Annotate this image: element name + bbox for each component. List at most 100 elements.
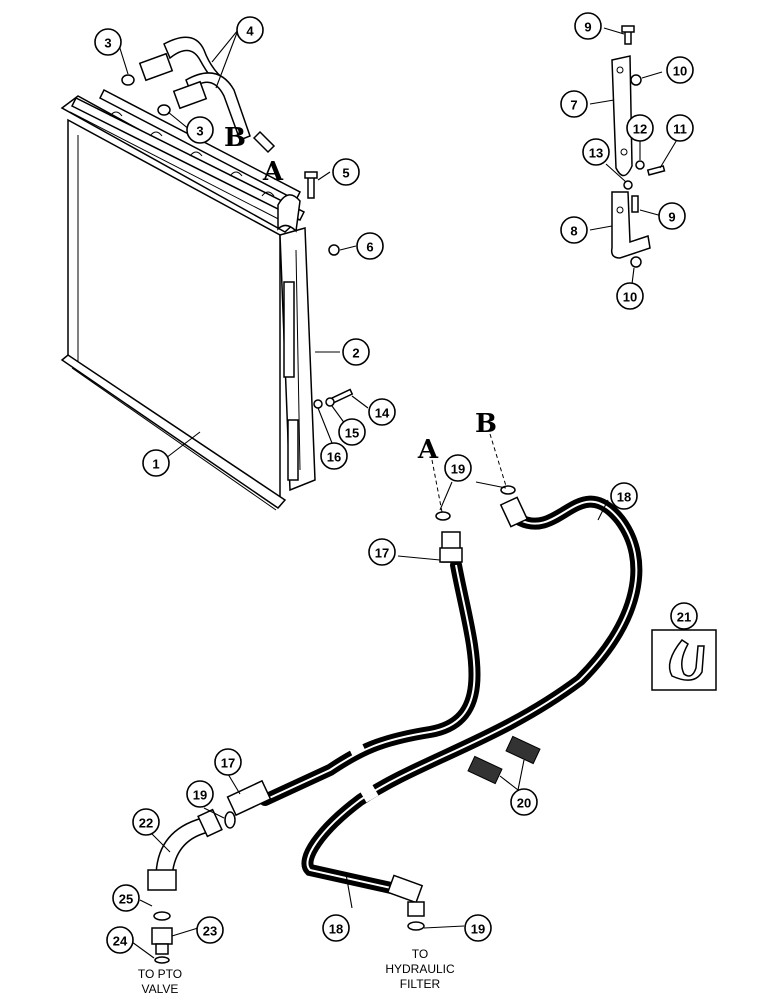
callout-c6: 6 <box>356 232 384 260</box>
callout-circle <box>214 748 242 776</box>
callout-number: 19 <box>451 462 465 477</box>
callout-circle <box>582 138 610 166</box>
callout-c18a: 18 <box>610 482 638 510</box>
dest-filter-line3: FILTER <box>400 977 441 991</box>
callout-circle <box>196 916 224 944</box>
callout-circle <box>338 418 366 446</box>
callout-c16: 16 <box>320 442 348 470</box>
elbow-fitting-22 <box>147 808 223 891</box>
callout-c1: 1 <box>142 449 170 477</box>
hose-18 <box>301 495 643 896</box>
callout-number: 25 <box>119 892 133 907</box>
callout-circle <box>670 602 698 630</box>
callout-c10a: 10 <box>666 56 694 84</box>
bracket-upper <box>611 55 633 177</box>
callout-c10b: 10 <box>616 282 644 310</box>
callout-number: 9 <box>584 20 591 35</box>
callout-number: 7 <box>570 98 577 113</box>
callout-number: 12 <box>633 122 647 137</box>
callout-number: 11 <box>673 122 687 137</box>
port-letter-b-hose: B <box>475 409 497 439</box>
callout-c18b: 18 <box>322 914 350 942</box>
dest-filter-line2: HYDRAULIC <box>385 962 455 976</box>
adapter-23 <box>151 927 173 955</box>
callout-number: 16 <box>327 450 341 465</box>
callout-c21: 21 <box>670 602 698 630</box>
callout-number: 23 <box>203 924 217 939</box>
callout-number: 14 <box>375 406 390 421</box>
callout-number: 18 <box>617 490 631 505</box>
callout-circle <box>626 114 654 142</box>
callout-c20: 20 <box>510 788 538 816</box>
callout-number: 17 <box>221 756 235 771</box>
callout-circle <box>616 282 644 310</box>
callout-number: 6 <box>366 240 373 255</box>
callout-circle <box>322 914 350 942</box>
hose-sleeves-20 <box>467 735 541 785</box>
callout-number: 2 <box>352 346 359 361</box>
hose-fittings <box>226 496 529 917</box>
callout-circle <box>106 926 134 954</box>
callout-c3a: 3 <box>94 28 122 56</box>
bracket-hardware <box>621 25 666 268</box>
callout-circle <box>342 338 370 366</box>
callout-circle <box>510 788 538 816</box>
bracket-lower <box>610 191 651 259</box>
callout-c2: 2 <box>342 338 370 366</box>
callout-c9b: 9 <box>658 202 686 230</box>
callout-circle <box>356 232 384 260</box>
callout-number: 24 <box>113 934 128 949</box>
callout-c7: 7 <box>560 90 588 118</box>
callout-c17b: 17 <box>214 748 242 776</box>
callout-number: 10 <box>623 290 637 305</box>
callout-number: 21 <box>677 610 691 625</box>
callout-circle <box>464 914 492 942</box>
callout-c23: 23 <box>196 916 224 944</box>
callout-c14: 14 <box>368 398 396 426</box>
callout-number: 10 <box>673 64 687 79</box>
o-rings-3 <box>121 74 171 116</box>
callout-number: 15 <box>345 426 359 441</box>
callout-number: 8 <box>570 224 577 239</box>
callout-number: 19 <box>471 922 485 937</box>
dashed-leader-a <box>431 459 443 513</box>
callout-c19a: 19 <box>444 454 472 482</box>
callout-c4: 4 <box>236 16 264 44</box>
callout-c24: 24 <box>106 926 134 954</box>
callout-c3b: 3 <box>186 116 214 144</box>
callout-c19b: 19 <box>186 780 214 808</box>
callout-circle <box>236 16 264 44</box>
callout-c25: 25 <box>112 884 140 912</box>
callout-c5: 5 <box>332 158 360 186</box>
callout-circle <box>666 56 694 84</box>
callout-number: 1 <box>152 457 159 472</box>
cooler-tubes <box>70 88 306 233</box>
callout-number: 5 <box>342 166 349 181</box>
callout-number: 13 <box>589 146 603 161</box>
callout-c9a: 9 <box>574 12 602 40</box>
callout-circle <box>574 12 602 40</box>
cooler-hardware <box>304 171 354 409</box>
callout-number: 9 <box>668 210 675 225</box>
callout-circle <box>94 28 122 56</box>
hose-17 <box>259 559 481 806</box>
callout-number: 17 <box>375 546 389 561</box>
callout-circle <box>658 202 686 230</box>
clamp-21-inset <box>651 629 717 691</box>
cooler-fitting-tubes <box>138 36 276 154</box>
callout-c22: 22 <box>132 808 160 836</box>
callout-circle <box>142 449 170 477</box>
callout-circle <box>368 398 396 426</box>
callout-c17a: 17 <box>368 538 396 566</box>
callout-c15: 15 <box>338 418 366 446</box>
callout-circle <box>132 808 160 836</box>
callout-number: 19 <box>193 788 207 803</box>
port-letter-b-cooler: B <box>224 123 246 153</box>
callout-circle <box>444 454 472 482</box>
port-letter-a-cooler: A <box>262 157 284 187</box>
callout-number: 22 <box>139 816 153 831</box>
port-letter-a-hose: A <box>417 435 439 465</box>
callout-number: 18 <box>329 922 343 937</box>
callout-c13: 13 <box>582 138 610 166</box>
